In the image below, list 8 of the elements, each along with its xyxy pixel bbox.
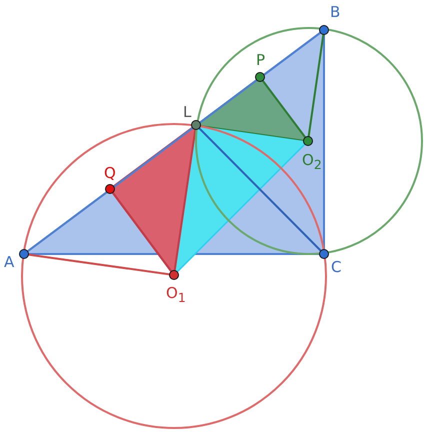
point-label: B [330,4,340,20]
point-label: P [256,52,266,68]
point-label: A [4,254,14,270]
point-label: C [331,259,342,275]
point-label: Q [104,165,116,181]
point-label: O$_{2}$ [302,152,322,173]
point-label: O$_{1}$ [166,285,186,306]
point-label: L [183,104,192,120]
